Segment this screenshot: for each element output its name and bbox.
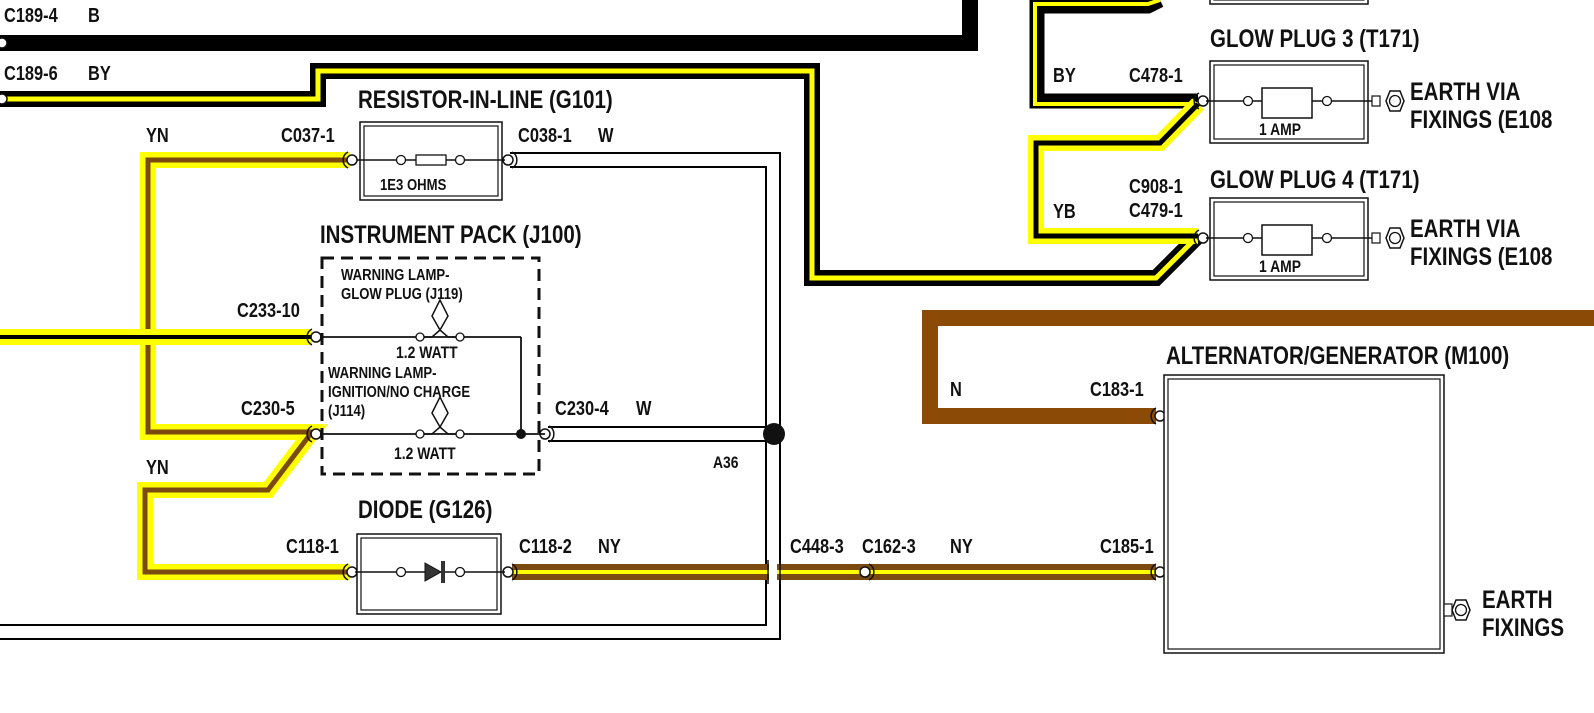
glow-plug-3-earth-1: EARTH VIA	[1410, 77, 1520, 105]
lamp-icon-j119	[415, 298, 465, 342]
connector-label-c037-1: C037-1	[281, 123, 335, 146]
wire-yb-link	[1028, 98, 1204, 244]
connector-label-c189-4: C189-4	[4, 3, 58, 26]
glow-plug-4[interactable]	[1206, 197, 1405, 281]
alternator-title: ALTERNATOR/GENERATOR (M100)	[1166, 341, 1509, 369]
wire-n	[922, 310, 1594, 424]
terminal-c189-6	[0, 93, 8, 105]
wire-color-yn-bottom: YN	[146, 455, 169, 478]
connector-label-c118-1: C118-1	[286, 534, 339, 557]
glow-plug-3-earth-2: FIXINGS (E108	[1410, 105, 1553, 133]
lamp-j119-rating: 1.2 WATT	[396, 344, 458, 363]
glow-plug-4-rating: 1 AMP	[1259, 258, 1301, 277]
wire-color-n: N	[950, 377, 962, 400]
wire-color-by: BY	[88, 61, 111, 84]
glow-plug-3-rating: 1 AMP	[1259, 121, 1301, 140]
resistor-g101[interactable]	[357, 121, 505, 201]
wire-white	[0, 152, 785, 640]
lamp-j119-name-1: WARNING LAMP-	[341, 267, 450, 284]
lamp-j114-name-2: IGNITION/NO CHARGE	[328, 384, 470, 401]
connector-label-c162-3: C162-3	[862, 534, 916, 557]
diode-icon	[424, 561, 445, 583]
wire-color-ny-diode: NY	[598, 534, 621, 557]
wire-color-ny-mid: NY	[950, 534, 973, 557]
alternator-m100[interactable]	[1163, 374, 1471, 654]
terminal-c037-1	[346, 154, 358, 166]
glow-plug-3-title: GLOW PLUG 3 (T171)	[1210, 24, 1420, 52]
glow-plug-4-earth-2: FIXINGS (E108	[1410, 242, 1553, 270]
glow-plug-3[interactable]	[1206, 60, 1405, 144]
wire-yn	[137, 152, 350, 580]
diode-title: DIODE (G126)	[358, 495, 492, 523]
wire-ny	[512, 560, 1156, 584]
connector-label-c448-3: C448-3	[790, 534, 844, 557]
connector-label-c118-2: C118-2	[519, 534, 572, 557]
connector-label-c185-1: C185-1	[1100, 534, 1154, 557]
lamp-j114-name-3: (J114)	[328, 403, 365, 420]
wire-color-b: B	[88, 3, 100, 26]
glow-plug-element-icon	[1261, 224, 1313, 256]
diode-g126[interactable]	[355, 533, 505, 615]
wire-color-yb: YB	[1053, 199, 1076, 222]
earth-icon	[1451, 599, 1471, 621]
connector-label-c233-10: C233-10	[237, 298, 300, 321]
lamp-j114-rating: 1.2 WATT	[394, 445, 456, 464]
connector-label-c189-6: C189-6	[4, 61, 58, 84]
connector-label-c230-4: C230-4	[555, 396, 609, 419]
glow-plug-4-earth-1: EARTH VIA	[1410, 214, 1520, 242]
lamp-j114-name-1: WARNING LAMP-	[328, 365, 437, 382]
wire-by-glow-plug-3	[1029, 0, 1198, 109]
glow-plug-element-icon	[1261, 87, 1313, 119]
earth-icon	[1385, 90, 1405, 112]
connector-label-c478-1: C478-1	[1129, 63, 1183, 86]
instrument-pack-title: INSTRUMENT PACK (J100)	[320, 220, 582, 248]
connector-label-c908-1: C908-1	[1129, 174, 1183, 197]
glow-plug-4-title: GLOW PLUG 4 (T171)	[1210, 165, 1420, 193]
wire-color-by-gp3: BY	[1053, 63, 1076, 86]
lamp-j119-name-2: GLOW PLUG (J119)	[341, 286, 463, 303]
terminal-c189-4	[0, 37, 8, 49]
wire-color-yn-top: YN	[146, 123, 169, 146]
alternator-earth-1: EARTH	[1482, 585, 1553, 613]
wire-c189-6-by	[0, 63, 1202, 286]
wire-color-w-top: W	[598, 123, 614, 146]
connector-label-c038-1: C038-1	[518, 123, 572, 146]
instrument-pack-j100[interactable]	[320, 256, 545, 476]
lamp-icon-j114	[415, 395, 465, 439]
connector-label-c479-1: C479-1	[1129, 198, 1183, 221]
connector-label-c183-1: C183-1	[1090, 377, 1144, 400]
wire-c189-4-black	[0, 0, 978, 51]
alternator-earth-2: FIXINGS	[1482, 613, 1564, 641]
resistor-icon	[415, 154, 447, 166]
splice-a36-dot	[763, 423, 785, 445]
earth-icon	[1385, 227, 1405, 249]
connector-label-c230-5: C230-5	[241, 396, 295, 419]
splice-label-a36: A36	[713, 454, 739, 473]
glow-plug-partial-top	[1209, 0, 1369, 5]
wire-color-w-mid: W	[636, 396, 652, 419]
terminal-c162-3	[859, 566, 871, 578]
connector-terminals	[0, 37, 1209, 578]
terminal-c230-5	[310, 428, 322, 440]
resistor-title: RESISTOR-IN-LINE (G101)	[358, 85, 613, 113]
terminal-c233-10	[310, 331, 322, 343]
resistor-value: 1E3 OHMS	[380, 177, 447, 194]
